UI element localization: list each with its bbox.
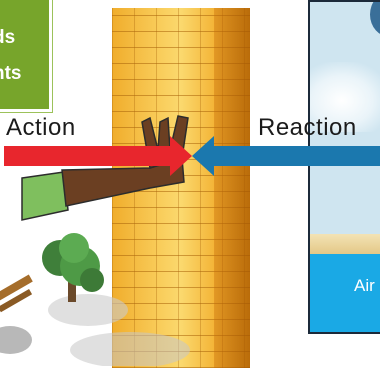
reaction-arrow [192, 136, 380, 176]
tree-icon [42, 233, 128, 326]
bench-icon [0, 275, 33, 354]
reaction-label: Reaction [258, 114, 357, 142]
ground-shadow [70, 332, 190, 366]
action-label: Action [6, 114, 76, 142]
